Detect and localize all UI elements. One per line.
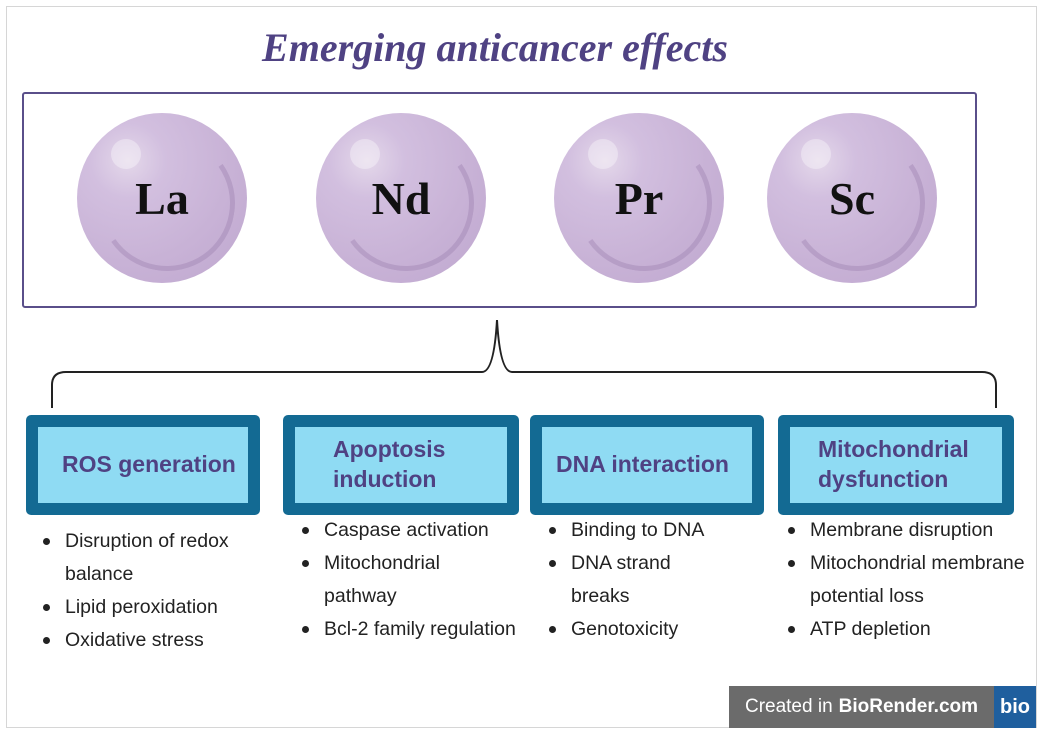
mechanism-label: Apoptosis induction bbox=[295, 427, 507, 503]
mechanism-box-ros: ROS generation bbox=[26, 415, 260, 515]
mechanism-label: DNA interaction bbox=[542, 427, 752, 503]
list-item: Caspase activation bbox=[299, 514, 544, 547]
element-sphere-nd: Nd bbox=[316, 113, 486, 283]
list-item: Disruption of redox balance bbox=[40, 525, 265, 591]
element-sphere-pr: Pr bbox=[554, 113, 724, 283]
list-item: Mitochondrial membrane potential loss bbox=[785, 547, 1035, 613]
bullet-list-dna: Binding to DNA DNA strand breaks Genotox… bbox=[546, 514, 746, 646]
biorender-logo-icon: bio bbox=[994, 686, 1036, 728]
element-label: Sc bbox=[829, 172, 875, 224]
mechanism-box-mitochondrial: Mitochondrial dysfunction bbox=[778, 415, 1014, 515]
list-item: Lipid peroxidation bbox=[40, 591, 265, 624]
list-item: DNA strand breaks bbox=[546, 547, 711, 613]
element-label: La bbox=[135, 172, 189, 224]
figure-frame bbox=[6, 6, 1037, 728]
mechanism-box-dna: DNA interaction bbox=[530, 415, 764, 515]
element-label: Nd bbox=[371, 172, 431, 224]
list-item: ATP depletion bbox=[785, 613, 1030, 646]
figure-title: Emerging anticancer effects bbox=[262, 25, 728, 70]
bullet-list-apoptosis: Caspase activation Mitochondrial pathway… bbox=[299, 514, 544, 646]
list-item: Binding to DNA bbox=[546, 514, 746, 547]
list-item: Bcl-2 family regulation bbox=[299, 613, 544, 646]
bullet-list-mitochondrial: Membrane disruption Mitochondrial membra… bbox=[785, 514, 1030, 646]
mechanism-box-apoptosis: Apoptosis induction bbox=[283, 415, 519, 515]
elements-panel bbox=[22, 92, 977, 308]
mechanism-label: ROS generation bbox=[38, 427, 248, 503]
list-item: Oxidative stress bbox=[40, 624, 265, 657]
mechanism-label: Mitochondrial dysfunction bbox=[790, 427, 1002, 503]
element-sphere-sc: Sc bbox=[767, 113, 937, 283]
badge-brand: BioRender.com bbox=[838, 696, 979, 717]
list-item: Membrane disruption bbox=[785, 514, 1030, 547]
bullet-list-ros: Disruption of redox balance Lipid peroxi… bbox=[40, 525, 265, 657]
list-item: Genotoxicity bbox=[546, 613, 746, 646]
element-sphere-la: La bbox=[77, 113, 247, 283]
badge-prefix: Created in bbox=[744, 696, 833, 717]
list-item: Mitochondrial pathway bbox=[299, 547, 484, 613]
element-label: Pr bbox=[614, 172, 664, 224]
